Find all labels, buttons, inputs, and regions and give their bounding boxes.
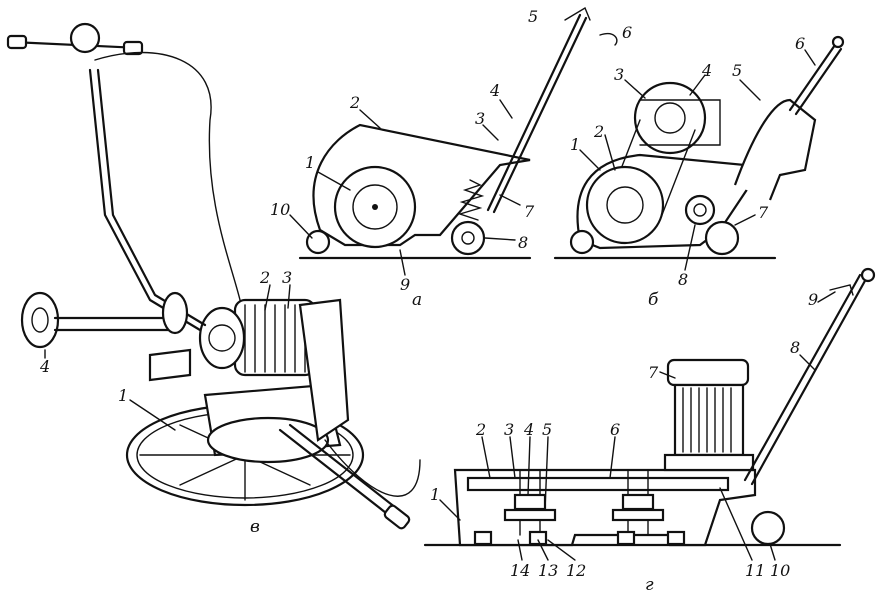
label-g-14: 14: [510, 561, 530, 580]
label-v-1: 1: [118, 386, 128, 405]
handle-b: [788, 43, 843, 116]
label-v-4: 4: [39, 357, 50, 376]
label-a-3: 3: [475, 109, 485, 128]
label-g-2: 2: [475, 420, 486, 439]
side-weight: [20, 291, 60, 349]
label-a-10: 10: [270, 200, 290, 219]
label-b-2: 2: [593, 122, 604, 141]
label-b-6: 6: [795, 34, 805, 53]
label-b-7: 7: [758, 203, 769, 222]
caption-a: а: [412, 290, 422, 310]
caption-v: в: [250, 517, 260, 537]
label-g-12: 12: [566, 561, 586, 580]
label-g-11: 11: [745, 561, 765, 580]
motor-g: [673, 383, 745, 457]
rear-wheel-a: [450, 220, 486, 256]
label-v-3: 3: [282, 268, 292, 287]
label-g-13: 13: [538, 561, 558, 580]
label-g-4: 4: [523, 420, 534, 439]
spindle-right: [611, 469, 686, 546]
throttle-lever: [69, 22, 101, 54]
label-g-3: 3: [504, 420, 514, 439]
label-b-4: 4: [701, 61, 712, 80]
caption-b: б: [648, 290, 659, 310]
label-g-10: 10: [770, 561, 790, 580]
label-g-6: 6: [610, 420, 620, 439]
label-g-8: 8: [790, 338, 800, 357]
label-a-4: 4: [489, 81, 500, 100]
label-a-1: 1: [305, 153, 315, 172]
spindle-left: [473, 469, 557, 546]
motor-cap-g: [666, 358, 750, 387]
motor-b: [633, 81, 707, 155]
handle-bar: [88, 68, 202, 332]
label-a-2: 2: [349, 93, 360, 112]
label-b-3: 3: [614, 65, 624, 84]
label-a-9: 9: [400, 275, 410, 294]
label-b-1: 1: [570, 135, 580, 154]
label-a-5: 5: [528, 7, 538, 26]
dust-bag: [733, 98, 817, 201]
handle-a: [486, 13, 582, 212]
label-g-5: 5: [542, 420, 552, 439]
label-g-1: 1: [430, 485, 440, 504]
front-wheel-b: [569, 229, 595, 255]
label-b-8: 8: [678, 270, 688, 289]
label-g-9: 9: [808, 290, 818, 309]
figure-b-machine: 1 2 3 4 5 6 7 8 б: [553, 34, 845, 310]
label-a-8: 8: [518, 233, 528, 252]
figure-v-power-trowel: 1 2 3 4 в: [6, 22, 421, 537]
label-v-2: 2: [259, 268, 270, 287]
figure-g-section: 1 2 3 4 5 6 7 8 9 10 11 12 13 14 г: [423, 267, 876, 595]
label-a-6: 6: [622, 23, 632, 42]
caption-g: г: [645, 575, 654, 595]
label-g-7: 7: [648, 363, 659, 382]
rear-wheel-b: [704, 220, 740, 256]
front-wheel-a: [305, 229, 331, 255]
handle-g: [743, 273, 868, 486]
belt-g: [466, 476, 730, 492]
label-b-5: 5: [732, 61, 742, 80]
motor-fan-cover: [198, 306, 246, 370]
figure-a-machine: 1 2 3 4 5 6 7 8 9 10 а: [270, 6, 632, 310]
label-a-7: 7: [524, 202, 535, 221]
wheel-g: [750, 510, 786, 546]
gear-b: [684, 194, 716, 226]
big-wheel-b: [585, 165, 665, 245]
